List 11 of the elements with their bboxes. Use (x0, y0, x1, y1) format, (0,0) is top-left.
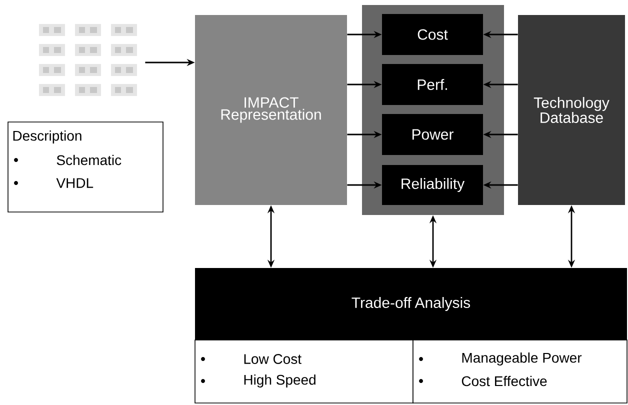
metric-box: Power (382, 114, 483, 155)
metric-box: Perf. (382, 64, 483, 105)
goal-list-box: Manageable Power Cost Effective (412, 340, 628, 404)
symbol-grid-drawing (39, 24, 137, 96)
metric-box: Cost (382, 14, 483, 55)
description-box: Description Schematic VHDL (8, 122, 164, 212)
representation-box: IMPACT Representation (195, 15, 347, 205)
analysis-band: Trade-off Analysis (195, 268, 627, 340)
goal-list-box: Low Cost High Speed (194, 340, 414, 404)
metric-box: Reliability (382, 165, 483, 205)
database-box: Technology Database (518, 15, 625, 205)
